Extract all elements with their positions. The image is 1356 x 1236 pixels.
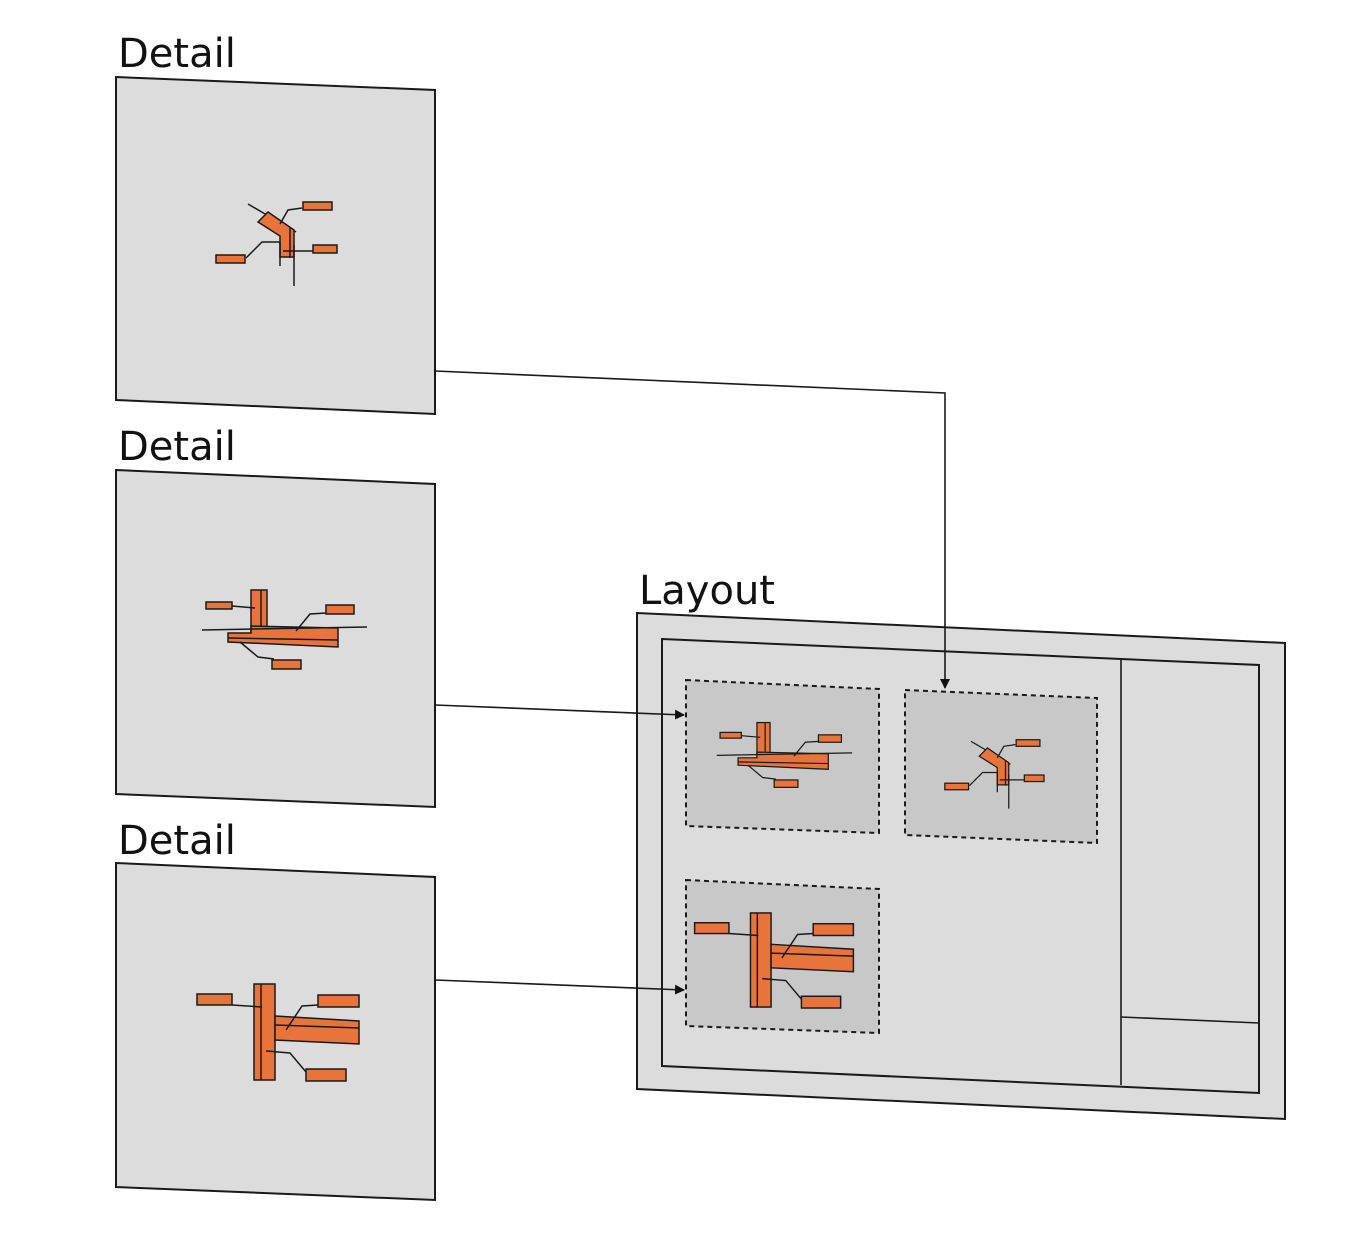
connector-detail-1-to-viewport (434, 370, 950, 689)
layout-label: Layout (639, 568, 775, 614)
detail-3-label: Detail (118, 818, 236, 864)
viewport-t-joint (685, 878, 880, 1035)
connector-detail-3-to-viewport (434, 979, 685, 995)
viewport-angled-joint (904, 688, 1098, 845)
layout-sheet (636, 611, 1286, 1121)
connector-detail-2-to-viewport (434, 704, 685, 720)
detail-1-label: Detail (118, 31, 236, 77)
viewport-l-joint (685, 678, 880, 835)
detail-1-panel (115, 75, 436, 416)
detail-3-panel (115, 861, 436, 1202)
layout-drawing-frame (661, 637, 1260, 1095)
detail-2-panel (115, 468, 436, 809)
detail-2-label: Detail (118, 424, 236, 470)
title-block-row-divider (1120, 1016, 1260, 1024)
